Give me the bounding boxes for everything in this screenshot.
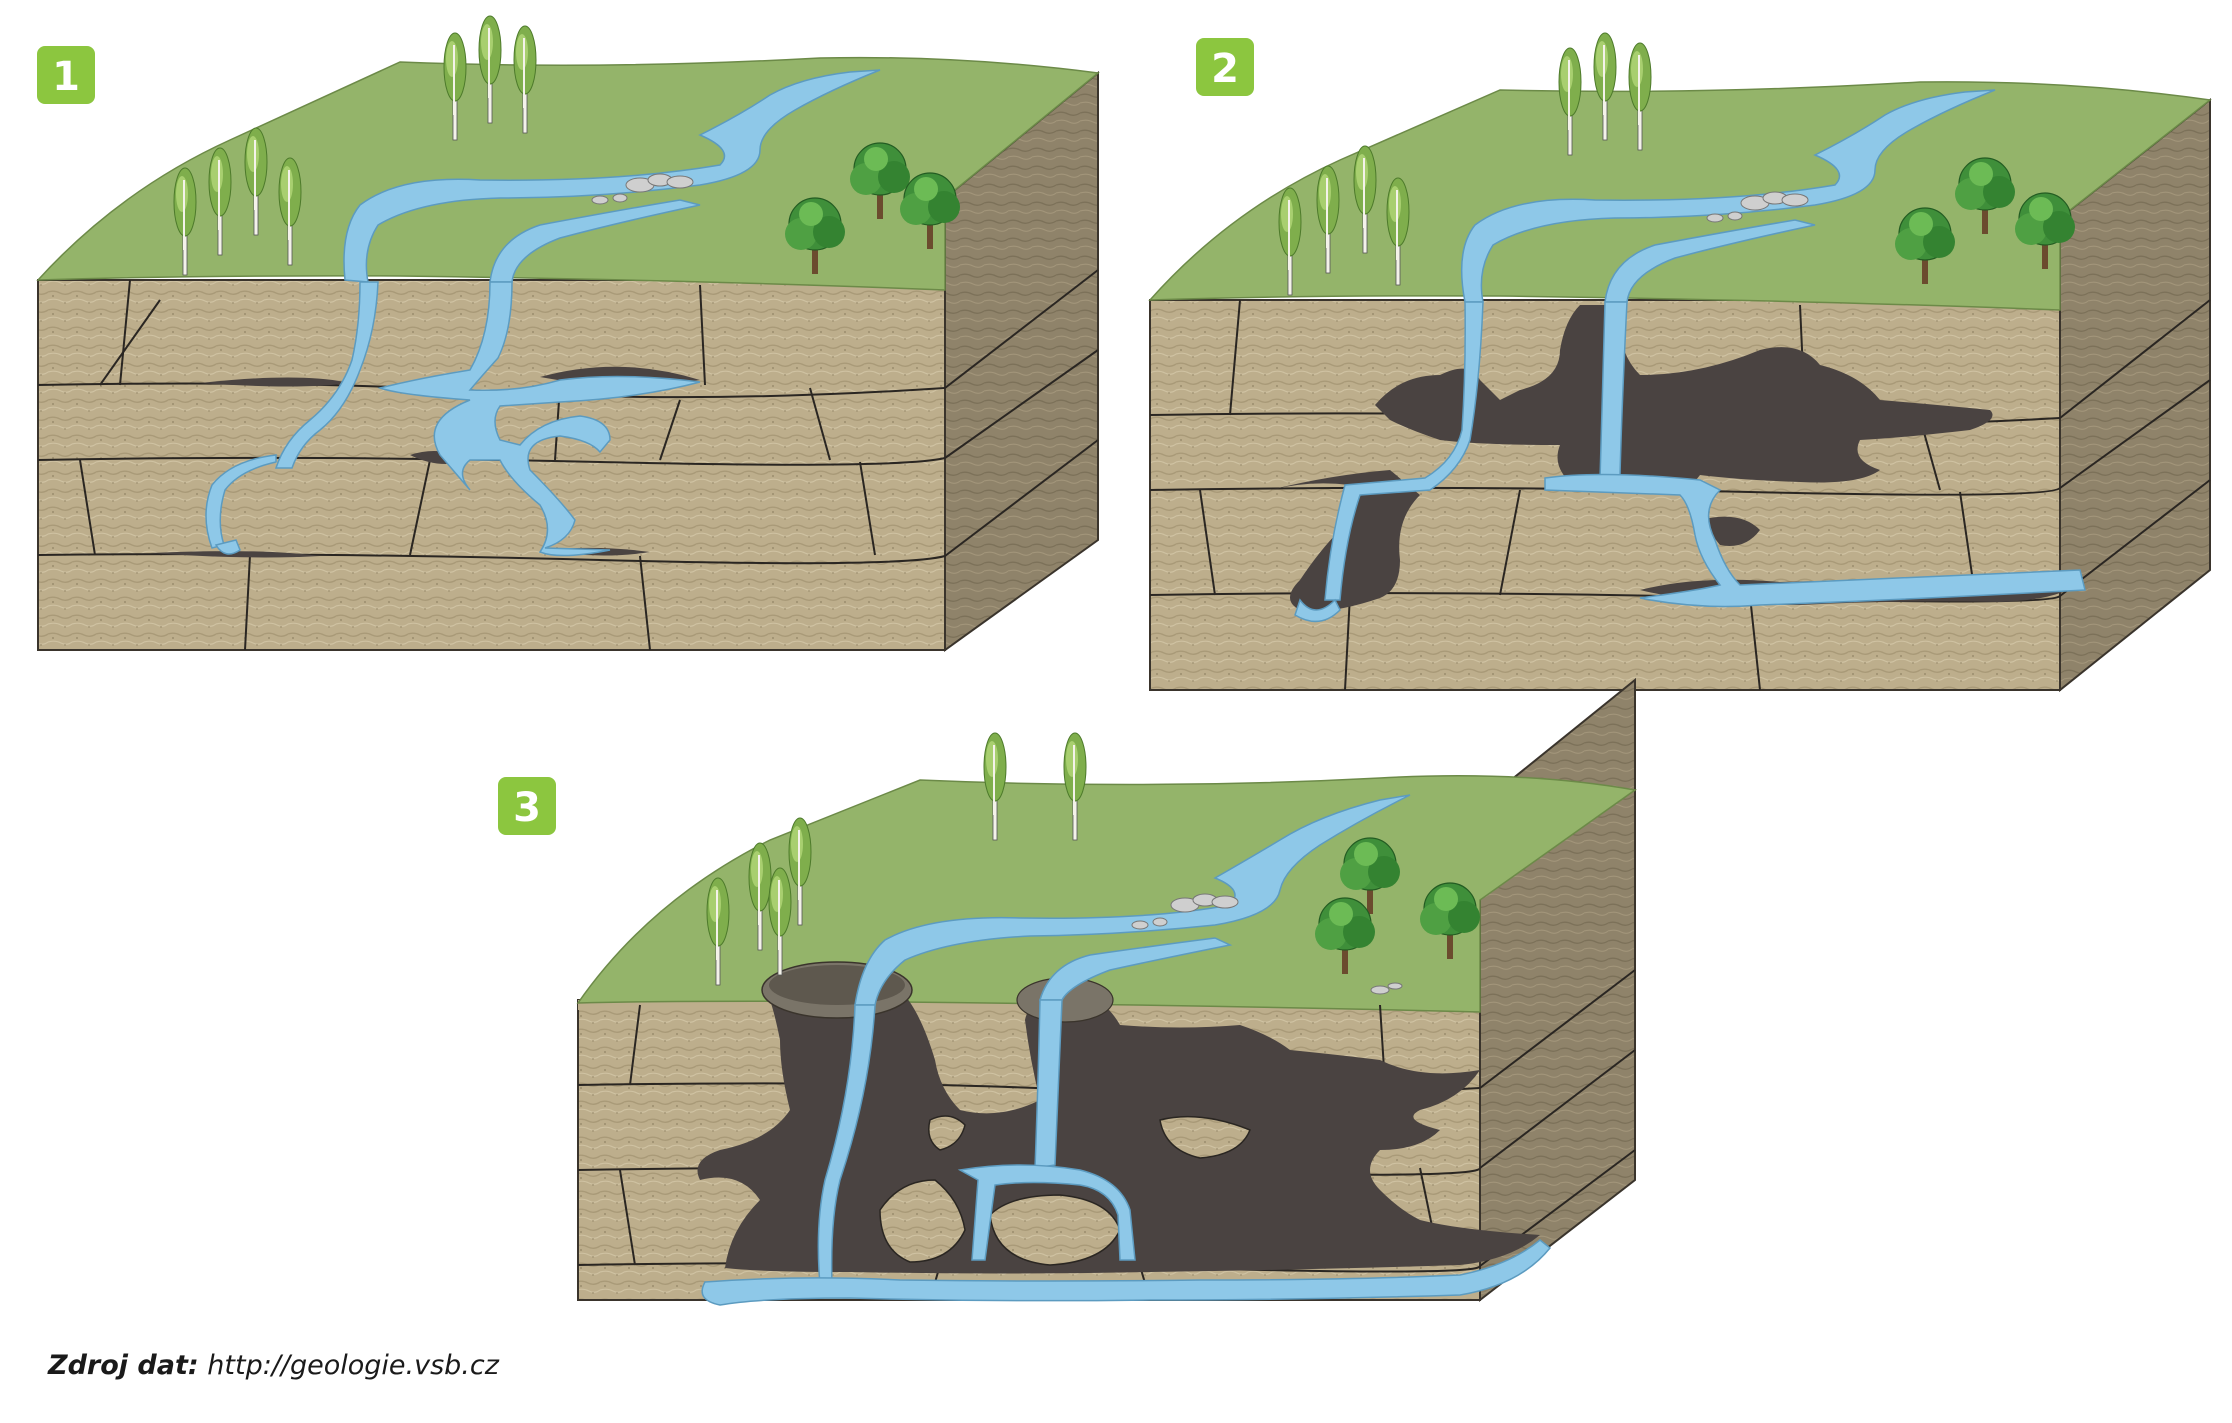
- badge-2: 2: [1196, 38, 1254, 96]
- panel-1-river: [343, 69, 881, 283]
- badge-1: 1: [37, 46, 95, 104]
- panel-2-river: [1460, 89, 1996, 303]
- panel-3-rock-pillars: [879, 1115, 1251, 1266]
- panel-2-underground-water: [1294, 301, 2086, 623]
- badge-3: 3: [498, 777, 556, 835]
- panel-3-surface-rocks: [1131, 893, 1403, 995]
- panel-3-river: [854, 794, 1411, 1006]
- source-label: Zdroj dat:: [48, 1350, 199, 1381]
- panel-1-grass: [36, 56, 1100, 291]
- panel-3-underground-water: [701, 999, 1552, 1306]
- panel-1-strata: [37, 269, 1099, 651]
- source-attribution: Zdroj dat: http://geologie.vsb.cz: [48, 1350, 499, 1381]
- badge-2-label: 2: [1211, 46, 1239, 92]
- source-url[interactable]: http://geologie.vsb.cz: [207, 1350, 499, 1381]
- panel-2-surface-rocks: [1706, 191, 1809, 223]
- panel-3: 3: [498, 677, 1637, 1306]
- panel-1: 1: [36, 15, 1100, 652]
- panel-1-underground-water: [205, 281, 701, 557]
- panel-1-surface-rocks: [591, 173, 694, 205]
- panel-3-grass: [576, 774, 1637, 1013]
- badge-3-label: 3: [513, 785, 541, 831]
- panel-2: 2: [1148, 32, 2212, 693]
- badge-1-label: 1: [52, 54, 80, 100]
